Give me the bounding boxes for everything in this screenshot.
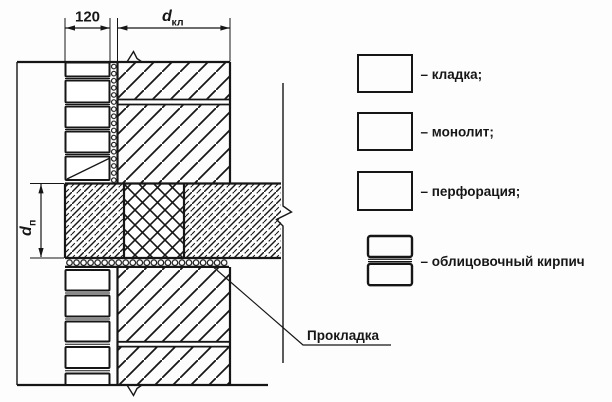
masonry-edges <box>116 62 232 385</box>
arrowhead-icon <box>38 248 44 258</box>
hatch-monolith-swatch <box>357 112 413 151</box>
facing-brick-column-upper <box>64 61 111 181</box>
dim-dkl-subscript: кл <box>172 17 184 29</box>
dim-dp-subscript: п <box>27 220 39 226</box>
legend: – кладка; – монолит; – перфорация; – обл… <box>357 54 585 287</box>
dimension-d-p: d п <box>18 183 64 259</box>
prokladka-label: Прокладка <box>307 328 380 343</box>
leader-line <box>210 264 391 346</box>
cut-brick-diagonal <box>66 157 110 180</box>
arrowhead-icon <box>220 25 230 31</box>
brick <box>64 372 111 386</box>
dim-dp-base: d <box>18 225 35 236</box>
masonry-lower-hatch <box>117 267 230 385</box>
facing-brick-symbol-top <box>366 234 414 259</box>
legend-item-monolit: – монолит; <box>357 112 494 151</box>
masonry-upper-hatch <box>117 62 230 184</box>
legend-label: – монолит; <box>421 125 494 140</box>
wall-section <box>16 50 293 397</box>
brick <box>64 269 111 292</box>
arrowhead-icon <box>100 25 110 31</box>
arrowhead-icon <box>118 25 128 31</box>
facing-brick-column-lower <box>64 269 111 386</box>
dim-dkl-base: d <box>162 8 173 25</box>
brick <box>64 320 111 343</box>
arrowhead-icon <box>38 184 44 194</box>
horizontal-gasket-row <box>65 258 229 268</box>
dimension-d-kl: d кл <box>117 8 230 31</box>
prokladka-callout: Прокладка <box>210 264 391 346</box>
facing-brick-symbol-bottom <box>366 262 414 287</box>
hatch-cross-swatch <box>357 171 413 211</box>
dim-120-label: 120 <box>75 9 100 26</box>
break-mark-top-icon <box>126 50 143 63</box>
dimension-120: 120 <box>64 9 231 62</box>
break-mark-bottom-icon <box>126 384 143 397</box>
slab-edges <box>63 182 281 260</box>
arrowhead-icon <box>65 25 75 31</box>
legend-label: – кладка; <box>421 67 483 82</box>
vertical-gasket-strip <box>110 63 117 183</box>
right-break-line <box>275 83 293 363</box>
legend-item-kladka: – кладка; <box>357 54 483 93</box>
brick <box>64 294 111 318</box>
brick <box>64 61 111 78</box>
legend-label: – облицовочный кирпич <box>421 254 585 269</box>
masonry-lower-joint <box>117 340 230 348</box>
legend-item-perforacija: – перфорация; <box>357 171 521 211</box>
masonry-upper-joint <box>117 98 230 106</box>
brick <box>64 105 111 129</box>
brick <box>64 79 111 104</box>
legend-item-facing-brick: – облицовочный кирпич <box>366 234 585 287</box>
gasket-dots-row <box>66 258 228 267</box>
outer-boundary <box>16 50 293 397</box>
gasket-dots-vertical <box>110 63 117 183</box>
brick <box>64 130 111 154</box>
hatch-diagonal-swatch <box>357 54 413 93</box>
legend-label: – перфорация; <box>421 184 521 199</box>
brick <box>64 346 111 369</box>
perforation-block-hatch <box>124 183 184 258</box>
